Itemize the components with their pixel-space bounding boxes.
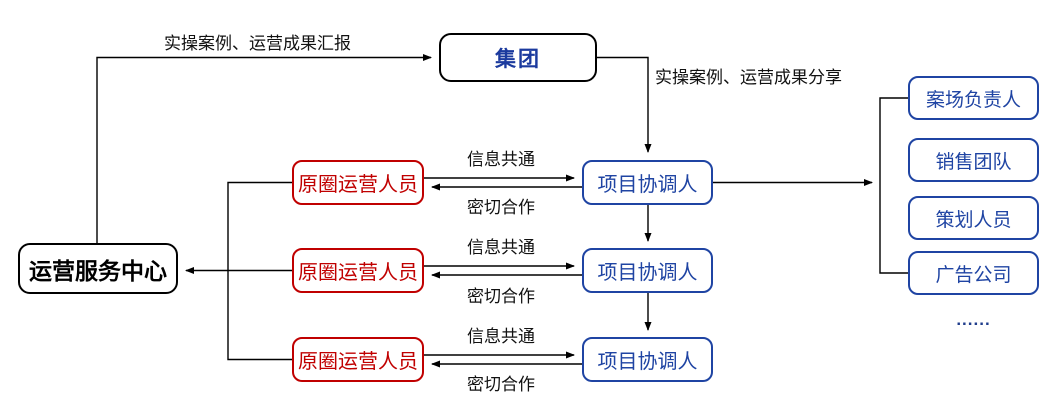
stakeholder-node-site-lead: 案场负责人 xyxy=(908,76,1039,120)
edge-share xyxy=(597,56,652,153)
close-cooperation-label-3: 密切合作 xyxy=(467,375,535,394)
info-sharing-label-3: 信息共通 xyxy=(467,327,535,346)
report-edge-label: 实操案例、运营成果汇报 xyxy=(164,34,351,53)
share-edge-label: 实操案例、运营成果分享 xyxy=(655,68,842,87)
ops-center-node: 运营服务中心 xyxy=(18,243,178,294)
edge-stakeholders-bracket xyxy=(879,97,908,274)
stakeholder-node-planning-staff: 策划人员 xyxy=(908,196,1039,240)
operator-node-2: 原圈运营人员 xyxy=(292,248,424,293)
stakeholder-node-sales-team: 销售团队 xyxy=(908,138,1039,182)
info-sharing-label-1: 信息共通 xyxy=(467,150,535,169)
stakeholder-node-ad-company: 广告公司 xyxy=(908,251,1039,295)
info-sharing-label-2: 信息共通 xyxy=(467,238,535,257)
operator-node-3: 原圈运营人员 xyxy=(292,337,424,382)
coordinator-node-3: 项目协调人 xyxy=(582,337,713,382)
coordinator-node-2: 项目协调人 xyxy=(582,248,713,293)
operator-node-1: 原圈运营人员 xyxy=(292,160,424,205)
close-cooperation-label-2: 密切合作 xyxy=(467,287,535,306)
coordinator-node-1: 项目协调人 xyxy=(582,160,713,205)
edge-report xyxy=(96,54,432,243)
group-node: 集团 xyxy=(439,33,597,82)
more-stakeholders-ellipsis: ...... xyxy=(956,310,991,329)
close-cooperation-label-1: 密切合作 xyxy=(467,198,535,217)
